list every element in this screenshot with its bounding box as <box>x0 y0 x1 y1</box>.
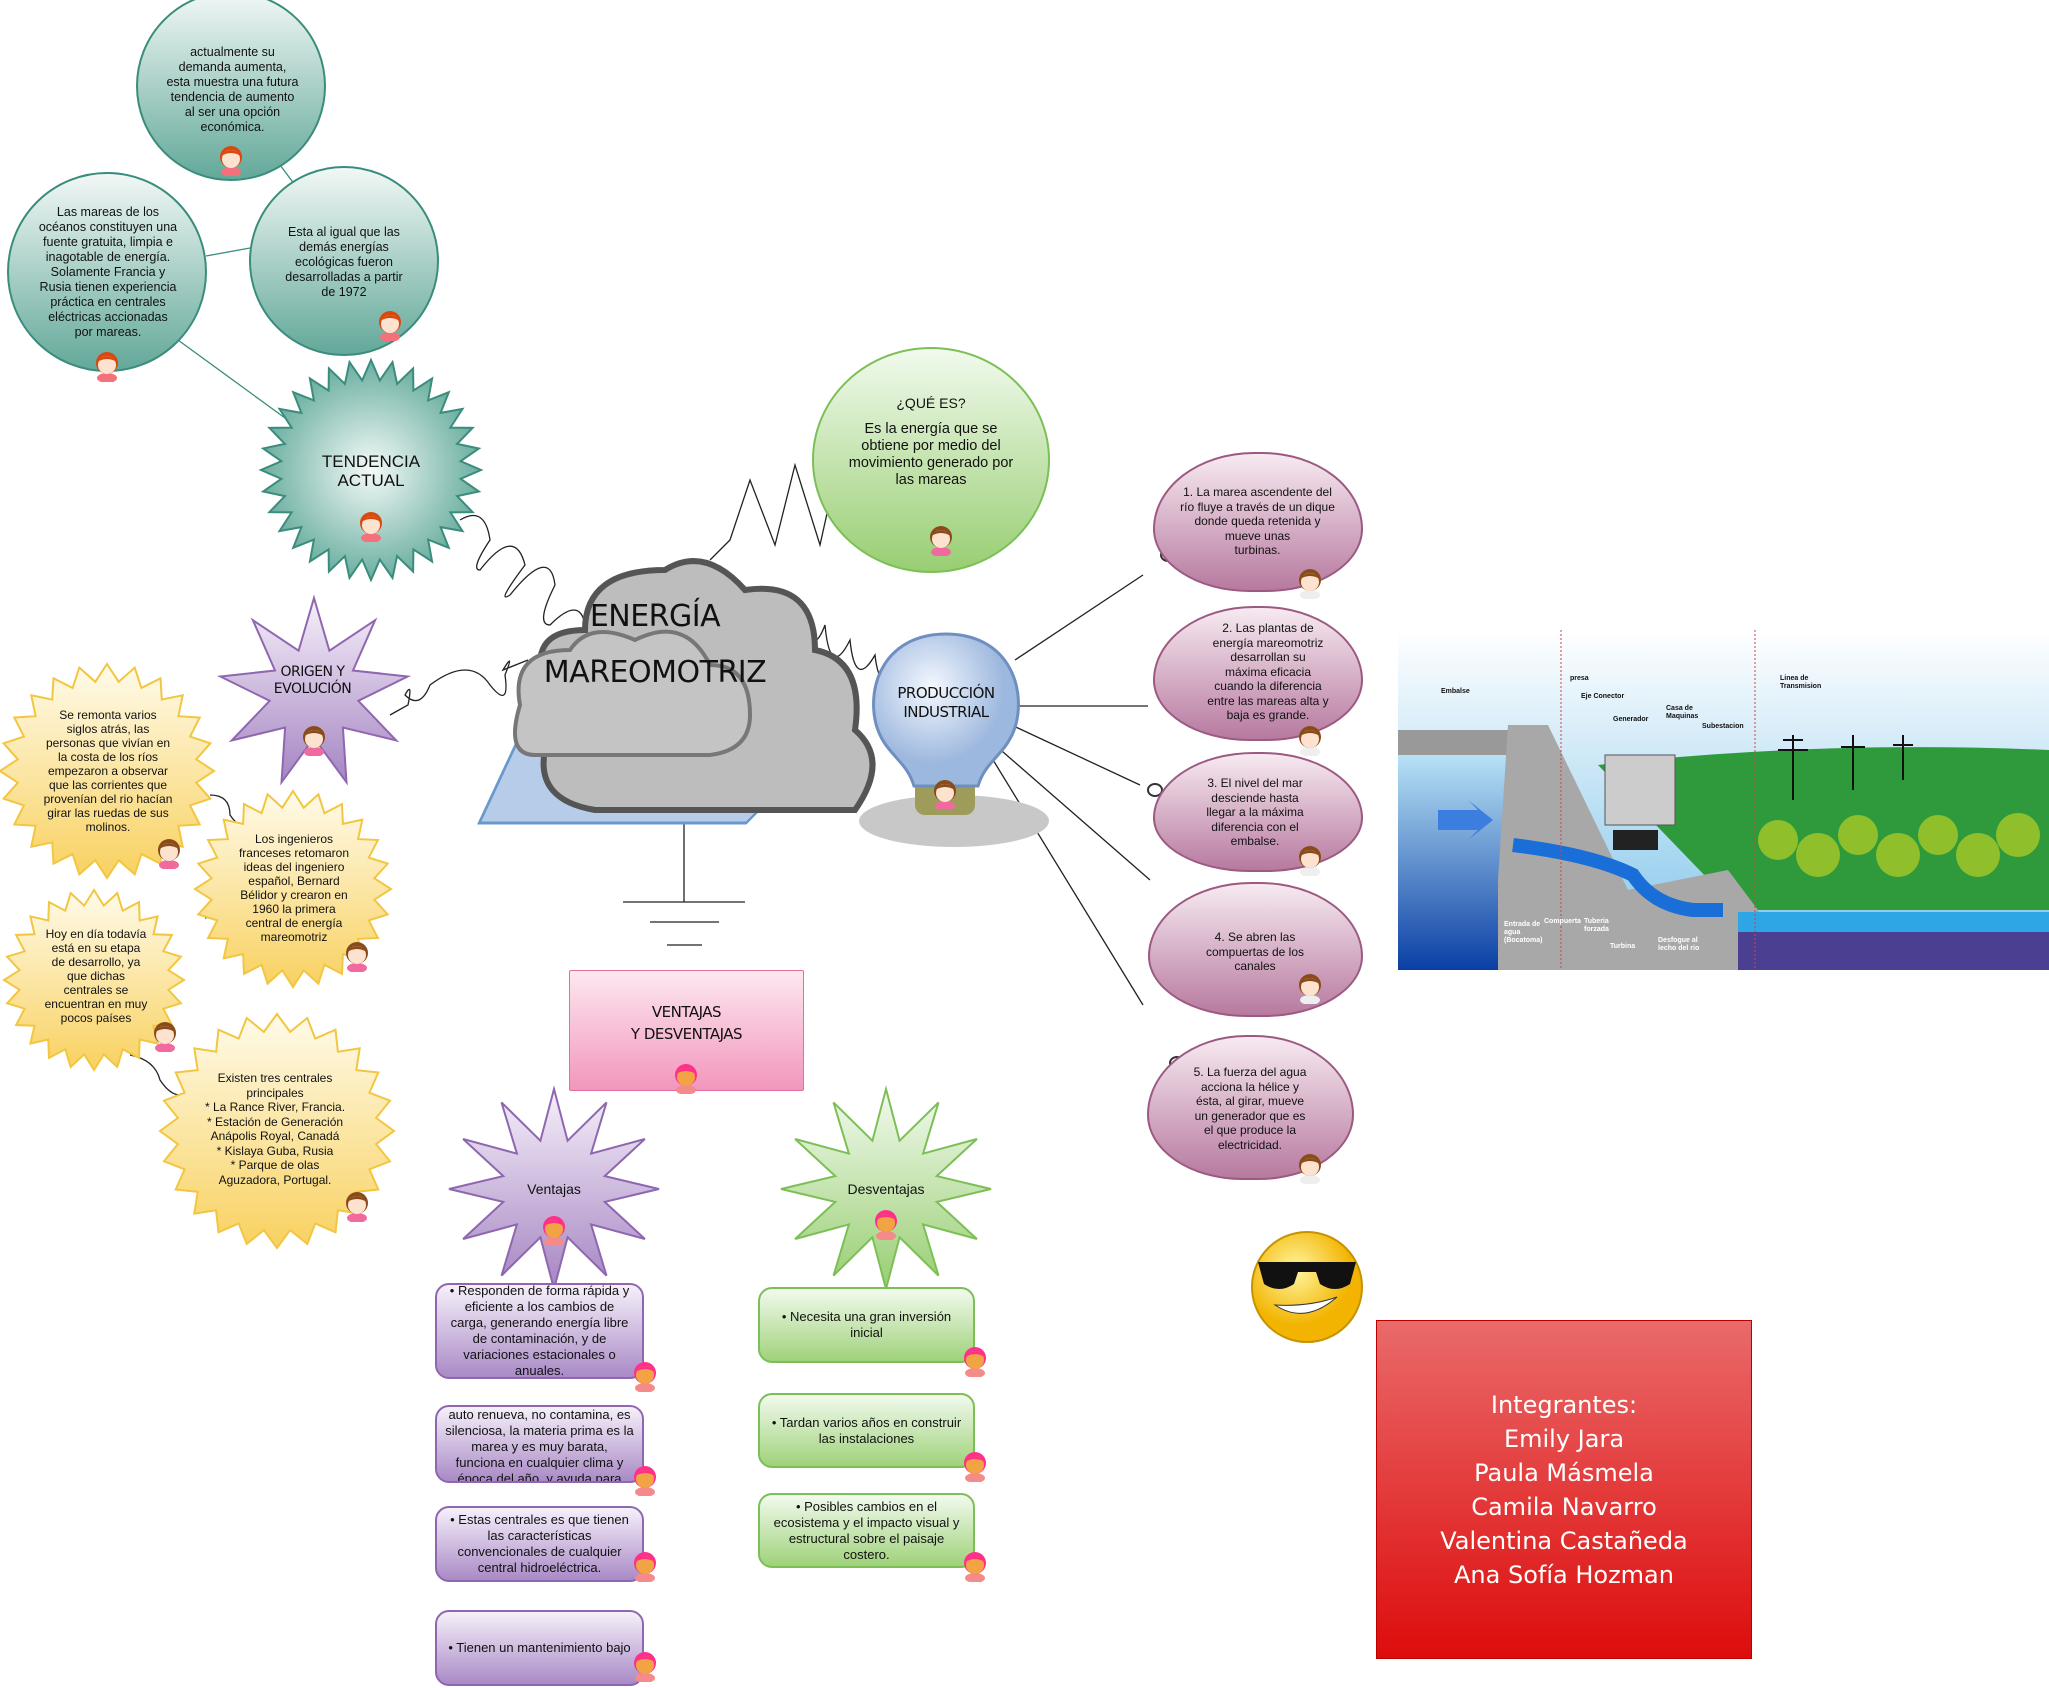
ventaja-item-2: auto renueva, no contamina, es silencios… <box>435 1405 644 1483</box>
que-es-title[interactable]: ¿QUÉ ES? <box>896 395 966 411</box>
que-es-definition: Es la energía que se obtiene por medio d… <box>848 421 1014 488</box>
avatar-icon <box>960 1343 990 1378</box>
origen-bubble-shape <box>2 888 186 1072</box>
origen-bubble-3: Hoy en día todavía está en su etapa de d… <box>44 927 148 1025</box>
avatar-icon <box>1295 842 1325 877</box>
avatar-icon <box>1295 565 1325 600</box>
label-embalse: Embalse <box>1441 688 1470 695</box>
central-topic-line1[interactable]: ENERGÍA <box>589 599 721 634</box>
desventaja-item-2: • Tardan varios años en construir las in… <box>758 1393 975 1468</box>
ventajas-label[interactable]: Ventajas <box>527 1181 581 1197</box>
ventaja-item-3: • Estas centrales es que tienen las cara… <box>435 1506 644 1582</box>
avatar-icon <box>671 1060 701 1095</box>
avatar-icon <box>871 1206 901 1241</box>
step-cloud-3 <box>1153 752 1363 872</box>
central-topic-line2[interactable]: MAREOMOTRIZ <box>543 655 767 690</box>
ventaja-item-1: • Responden de forma rápida y eficiente … <box>435 1283 644 1379</box>
step-cloud-5 <box>1147 1035 1354 1180</box>
label-subestacion: Subestacion <box>1702 723 1744 730</box>
step-cloud-1 <box>1153 452 1363 592</box>
tendencia-bubble-2: Las mareas de los océanos constituyen un… <box>38 205 178 339</box>
member-name: Valentina Castañeda <box>1440 1526 1688 1555</box>
label-eje-conector: Eje Conector <box>1581 693 1624 700</box>
label-compuerta: Compuerta <box>1544 918 1581 925</box>
step-3-text: 3. El nivel del mar desciende hasta lleg… <box>1206 776 1304 848</box>
avatar-icon <box>630 1648 660 1683</box>
tendencia-bubble-shape <box>249 166 439 356</box>
label-turbina: Turbina <box>1610 943 1635 950</box>
avatar-icon <box>342 1188 372 1223</box>
avatar-icon <box>1295 970 1325 1005</box>
tendencia-bubble-3: Esta al igual que las demás energías eco… <box>285 225 403 299</box>
avatar-icon <box>154 835 184 870</box>
avatar-icon <box>150 1018 180 1053</box>
avatar-icon <box>630 1548 660 1583</box>
step-1-text: 1. La marea ascendente del río fluye a t… <box>1180 485 1335 557</box>
produccion-industrial-title[interactable]: PRODUCCIÓN INDUSTRIAL <box>897 684 995 721</box>
label-generador: Generador <box>1613 716 1649 723</box>
origen-bubble-shape <box>193 789 393 989</box>
shapes <box>0 0 1191 1293</box>
member-name: Camila Navarro <box>1471 1492 1657 1521</box>
light-bulb-shape <box>859 632 1049 847</box>
member-name: Paula Másmela <box>1474 1458 1654 1487</box>
desventajas-label[interactable]: Desventajas <box>847 1181 925 1197</box>
origen-evolucion-title[interactable]: ORIGEN Y EVOLUCIÓN <box>273 664 352 697</box>
avatar-icon <box>342 938 372 973</box>
member-name: Ana Sofía Hozman <box>1454 1560 1674 1589</box>
tendencia-bubble-1: actualmente su demanda aumenta, esta mue… <box>166 45 299 134</box>
smiley-face <box>1251 1231 1363 1343</box>
integrantes-title: Integrantes: <box>1490 1390 1638 1419</box>
tendencia-bubble-shape <box>136 0 326 181</box>
ventaja-item-4: • Tienen un mantenimiento bajo <box>435 1610 644 1686</box>
avatar-icon <box>630 1462 660 1497</box>
que-es-bubble-shape <box>812 347 1050 573</box>
avatar-icon <box>930 776 960 811</box>
origen-bubble-shape <box>0 662 216 880</box>
integrantes-box: Integrantes: Emily Jara Paula Másmela Ca… <box>1376 1320 1752 1659</box>
avatar-icon <box>299 722 329 757</box>
avatar-icon <box>630 1358 660 1393</box>
avatar-icon <box>92 348 122 383</box>
origen-bubble-4: Existen tres centrales principales * La … <box>204 1071 346 1187</box>
avatar-icon <box>1295 1150 1325 1185</box>
origen-bubble-1: Se remonta varios siglos atrás, las pers… <box>43 708 173 834</box>
tendencia-actual-title[interactable]: TENDENCIA ACTUAL <box>321 452 421 490</box>
avatar-icon <box>375 307 405 342</box>
desventaja-item-3: • Posibles cambios en el ecosistema y el… <box>758 1493 975 1568</box>
step-cloud-4 <box>1148 882 1363 1017</box>
center-cloud-shape <box>477 558 876 825</box>
label-presa: presa <box>1570 675 1589 682</box>
step-cloud-2 <box>1153 606 1363 741</box>
step-5-text: 5. La fuerza del agua acciona la hélice … <box>1193 1065 1307 1152</box>
avatar-icon <box>1295 722 1325 757</box>
avatar-icon <box>960 1548 990 1583</box>
avatar-icon <box>926 522 956 557</box>
step-4-text: 4. Se abren las compuertas de los canale… <box>1205 930 1305 973</box>
tidal-plant-diagram: Embalse presa Eje Conector Generador Cas… <box>1398 630 2049 970</box>
tendencia-star-shape <box>258 357 484 583</box>
origen-bubble-2: Los ingenieros franceses retomaron ideas… <box>238 832 350 944</box>
member-name: Emily Jara <box>1503 1424 1625 1453</box>
avatar-icon <box>356 508 386 543</box>
avatar-icon <box>539 1212 569 1247</box>
step-2-text: 2. Las plantas de energía mareomotriz de… <box>1207 621 1329 722</box>
desventaja-item-1: • Necesita una gran inversión inicial <box>758 1287 975 1363</box>
avatar-icon <box>960 1448 990 1483</box>
avatar-icon <box>216 142 246 177</box>
origen-bubble-shape <box>158 1012 396 1250</box>
